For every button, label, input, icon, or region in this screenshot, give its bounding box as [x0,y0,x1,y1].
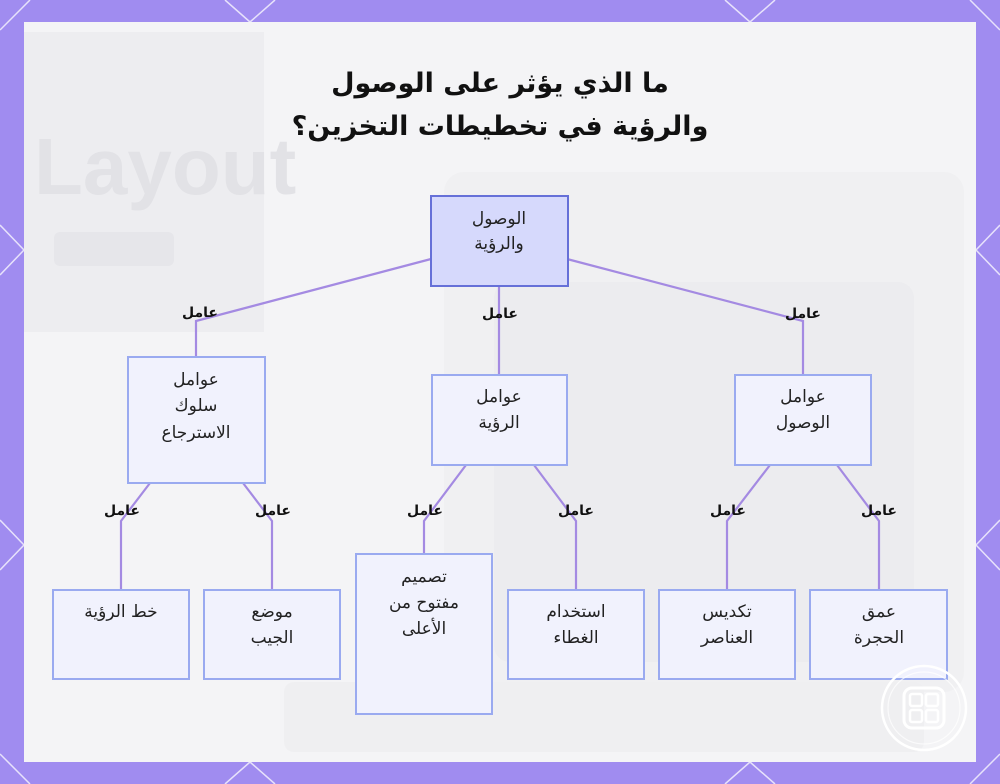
node-behavior-line-1: عوامل [173,370,219,390]
node-opentop: تصميم مفتوح من الأعلى [355,553,493,715]
grid-logo-icon [880,664,968,752]
edge-behavior-pocket [242,482,274,590]
node-visibility-line-2: الرؤية [478,413,519,433]
edge-label-visibility-opentop: عامل [407,503,443,519]
edge-behavior-sightline [119,482,151,590]
page-title: ما الذي يؤثر على الوصول والرؤية في تخطيط… [276,62,724,148]
title-line-2: والرؤية في تخطيطات التخزين؟ [291,111,709,142]
edge-label-behavior-sightline: عامل [104,503,140,519]
edge-visibility-opentop [422,464,467,554]
edge-label-access-stacking: عامل [710,503,746,519]
node-stacking-line-1: تكديس [702,602,752,622]
node-behavior-line-2: سلوك [175,396,218,416]
node-behavior: عوامل سلوك الاسترجاع [127,356,266,484]
edge-access-depth [836,464,881,590]
node-opentop-line-3: الأعلى [402,618,446,639]
edge-root-access [566,257,805,375]
node-depth-line-1: عمق [862,602,896,622]
edge-label-root-access: عامل [785,306,821,322]
edge-root-behavior [194,257,432,357]
node-access-line-1: عوامل [780,387,826,407]
node-root-line-2: والرؤية [474,234,524,254]
node-stacking-line-2: العناصر [700,628,753,648]
node-sightline: خط الرؤية [52,589,190,680]
node-pocket-line-2: الجيب [251,628,294,648]
node-access: عوامل الوصول [734,374,872,466]
edge-label-root-behavior: عامل [182,305,218,321]
node-visibility-line-1: عوامل [476,387,522,407]
node-sightline-line-1: خط الرؤية [84,602,157,622]
node-root-line-1: الوصول [472,209,526,229]
edge-access-stacking [725,464,771,590]
node-pocket-line-1: موضع [251,602,292,622]
edge-visibility-lid [533,464,578,590]
node-lid-line-2: الغطاء [553,628,598,648]
edge-label-root-visibility: عامل [482,306,518,322]
node-stacking: تكديس العناصر [658,589,796,680]
node-depth-line-2: الحجرة [854,628,904,648]
node-behavior-line-3: الاسترجاع [161,423,230,443]
node-visibility: عوامل الرؤية [431,374,568,466]
edge-label-visibility-lid: عامل [558,503,594,519]
node-lid: استخدام الغطاء [507,589,645,680]
node-root: الوصول والرؤية [430,195,569,287]
node-pocket: موضع الجيب [203,589,341,680]
node-depth: عمق الحجرة [809,589,948,680]
node-lid-line-1: استخدام [546,602,605,622]
watermark-text: Layout [34,122,296,211]
title-line-1: ما الذي يؤثر على الوصول [331,68,669,99]
edge-label-access-depth: عامل [861,503,897,519]
node-opentop-line-2: مفتوح من [389,593,459,613]
node-opentop-line-1: تصميم [401,567,447,587]
edge-label-behavior-pocket: عامل [255,503,291,519]
node-access-line-2: الوصول [776,413,830,433]
